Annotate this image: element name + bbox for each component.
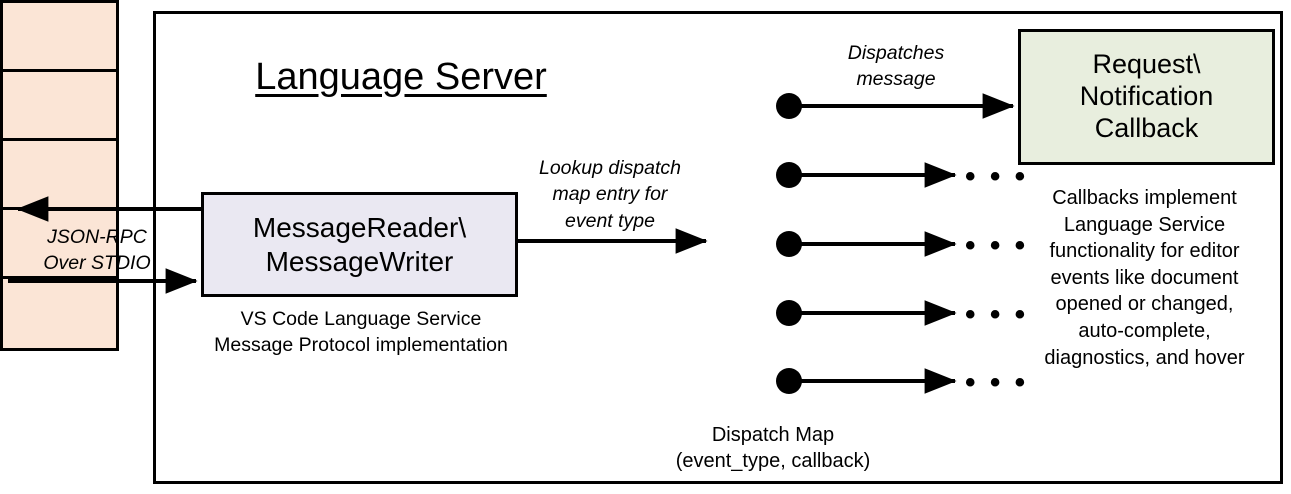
dispatch-map-caption: Dispatch Map (event_type, callback) xyxy=(648,422,898,474)
callback-box-line-2: Notification xyxy=(1079,81,1214,112)
table-row[interactable] xyxy=(3,3,116,72)
dispatch-edge-label: Dispatches message xyxy=(836,40,956,93)
language-server-frame xyxy=(153,11,1283,484)
callback-caption-line-1: Callbacks implement xyxy=(1052,187,1237,209)
jsonrpc-label-line-2: Over STDIO xyxy=(43,252,151,275)
jsonrpc-channel-label: JSON-RPC Over STDIO xyxy=(22,224,172,277)
lookup-label-line-2: map entry for xyxy=(552,183,668,206)
callback-caption-line-2: Language Service xyxy=(1063,213,1226,236)
message-box-caption-line-1: VS Code Language Service xyxy=(240,308,482,330)
dispatch-edge-label-line-1: Dispatches xyxy=(847,42,945,64)
message-box-caption-line-2: Message Protocol implementation xyxy=(214,334,508,357)
message-reader-writer-box[interactable]: MessageReader\ MessageWriter xyxy=(201,192,518,297)
callback-caption-line-4: events like document xyxy=(1050,266,1239,289)
callback-caption-line-7: diagnostics, and hover xyxy=(1044,346,1245,369)
callback-box-caption: Callbacks implement Language Service fun… xyxy=(1007,185,1282,371)
dispatch-caption-line-2: (event_type, callback) xyxy=(675,450,871,472)
table-row[interactable] xyxy=(3,72,116,141)
table-row[interactable] xyxy=(3,279,116,348)
jsonrpc-label-line-1: JSON-RPC xyxy=(47,226,147,248)
ellipsis-row-5: • • • xyxy=(965,366,1029,399)
callback-box-line-1: Request\ xyxy=(1092,49,1201,80)
ellipsis-row-3: • • • xyxy=(965,229,1029,262)
ellipsis-row-2: • • • xyxy=(965,160,1029,193)
table-row[interactable] xyxy=(3,210,116,279)
callback-caption-line-3: functionality for editor xyxy=(1049,240,1240,263)
lookup-edge-label: Lookup dispatch map entry for event type xyxy=(520,155,700,234)
callback-caption-line-5: opened or changed, xyxy=(1055,293,1234,316)
callback-box-line-3: Callback xyxy=(1094,112,1199,143)
message-box-caption: VS Code Language Service Message Protoco… xyxy=(196,306,526,359)
message-writer-label: MessageWriter xyxy=(265,245,454,277)
callback-caption-line-6: auto-complete, xyxy=(1078,319,1211,342)
message-reader-label: MessageReader\ xyxy=(252,212,467,244)
dispatch-edge-label-line-2: message xyxy=(856,68,936,91)
lookup-label-line-1: Lookup dispatch xyxy=(538,157,682,179)
page-title: Language Server xyxy=(255,56,547,98)
dispatch-caption-line-1: Dispatch Map xyxy=(711,424,835,446)
request-notification-callback-box[interactable]: Request\ Notification Callback xyxy=(1018,29,1275,165)
ellipsis-row-4: • • • xyxy=(965,298,1029,331)
lookup-label-line-3: event type xyxy=(565,209,655,232)
table-row[interactable] xyxy=(3,141,116,210)
dispatch-map-table[interactable] xyxy=(0,0,119,351)
